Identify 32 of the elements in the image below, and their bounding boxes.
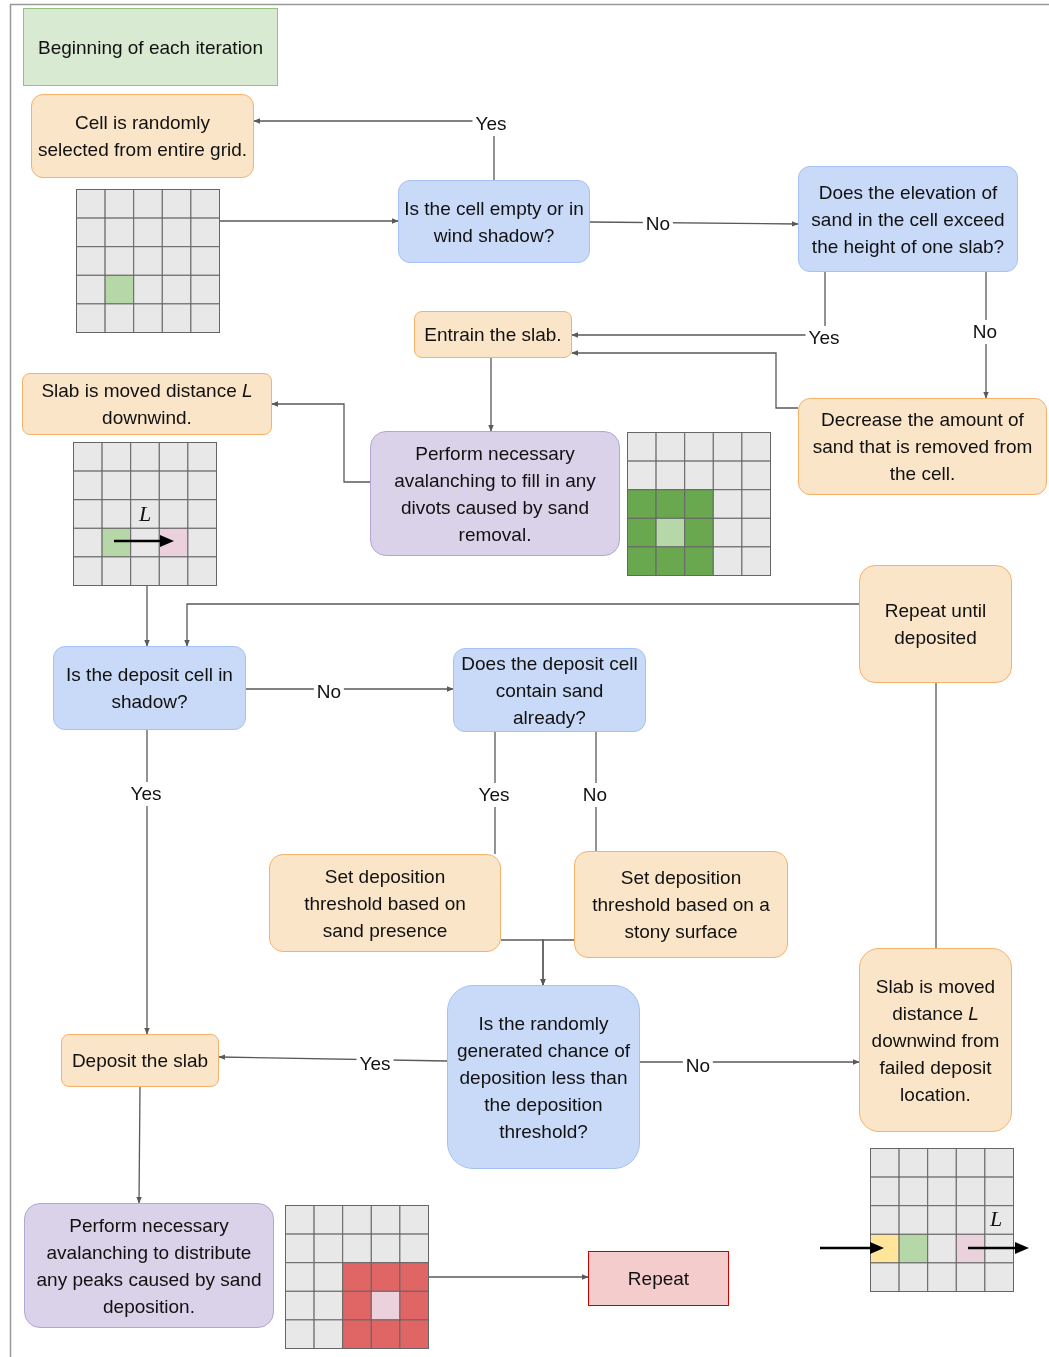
process-box: Repeat until deposited bbox=[859, 565, 1012, 683]
arrow bbox=[144, 729, 150, 1035]
decision-box: Is the cell empty or in wind shadow? bbox=[398, 180, 590, 263]
arrow bbox=[540, 939, 575, 986]
arrow bbox=[571, 271, 826, 338]
arrow bbox=[427, 1274, 589, 1280]
process-box: Deposit the slab bbox=[61, 1034, 219, 1087]
process-box: Entrain the slab. bbox=[414, 311, 572, 358]
variable-label: L bbox=[989, 1206, 1003, 1232]
process-box: Decrease the amount of sand that is removed from the cell. bbox=[798, 398, 1047, 495]
arrow bbox=[144, 584, 150, 647]
decision-box: Does the deposit cell contain sand already? bbox=[453, 648, 646, 732]
process-box: Set deposition threshold based on sand presence bbox=[269, 854, 501, 952]
decision-box: Does the elevation of sand in the cell exceed the height of one slab? bbox=[798, 166, 1018, 272]
process-box: Set deposition threshold based on a stony surface bbox=[574, 851, 788, 958]
decision-box: Is the deposit cell in shadow? bbox=[53, 646, 246, 730]
arrow bbox=[218, 218, 399, 224]
arrow bbox=[571, 350, 799, 409]
decision-box: Is the randomly generated chance of deposition less than the deposition threshold? bbox=[447, 985, 640, 1169]
process-box: Cell is randomly selected from entire grid. bbox=[31, 94, 254, 178]
connector-line bbox=[935, 682, 937, 949]
process-box: Slab is moved distance L downwind. bbox=[22, 373, 272, 435]
process-box: Perform necessary avalanching to distribute any peaks caused by sand deposition. bbox=[24, 1203, 274, 1328]
process-box: Perform necessary avalanching to fill in any divots caused by sand removal. bbox=[370, 431, 620, 556]
variable-label: L bbox=[138, 499, 152, 527]
start-box: Beginning of each iteration bbox=[23, 8, 278, 86]
arrow bbox=[271, 401, 371, 483]
end-box: Repeat bbox=[588, 1251, 729, 1306]
arrow bbox=[136, 1086, 142, 1204]
arrow bbox=[488, 357, 494, 432]
arrow bbox=[184, 603, 860, 647]
process-box: Slab is moved distance L downwind from failed deposit location. bbox=[859, 948, 1012, 1132]
